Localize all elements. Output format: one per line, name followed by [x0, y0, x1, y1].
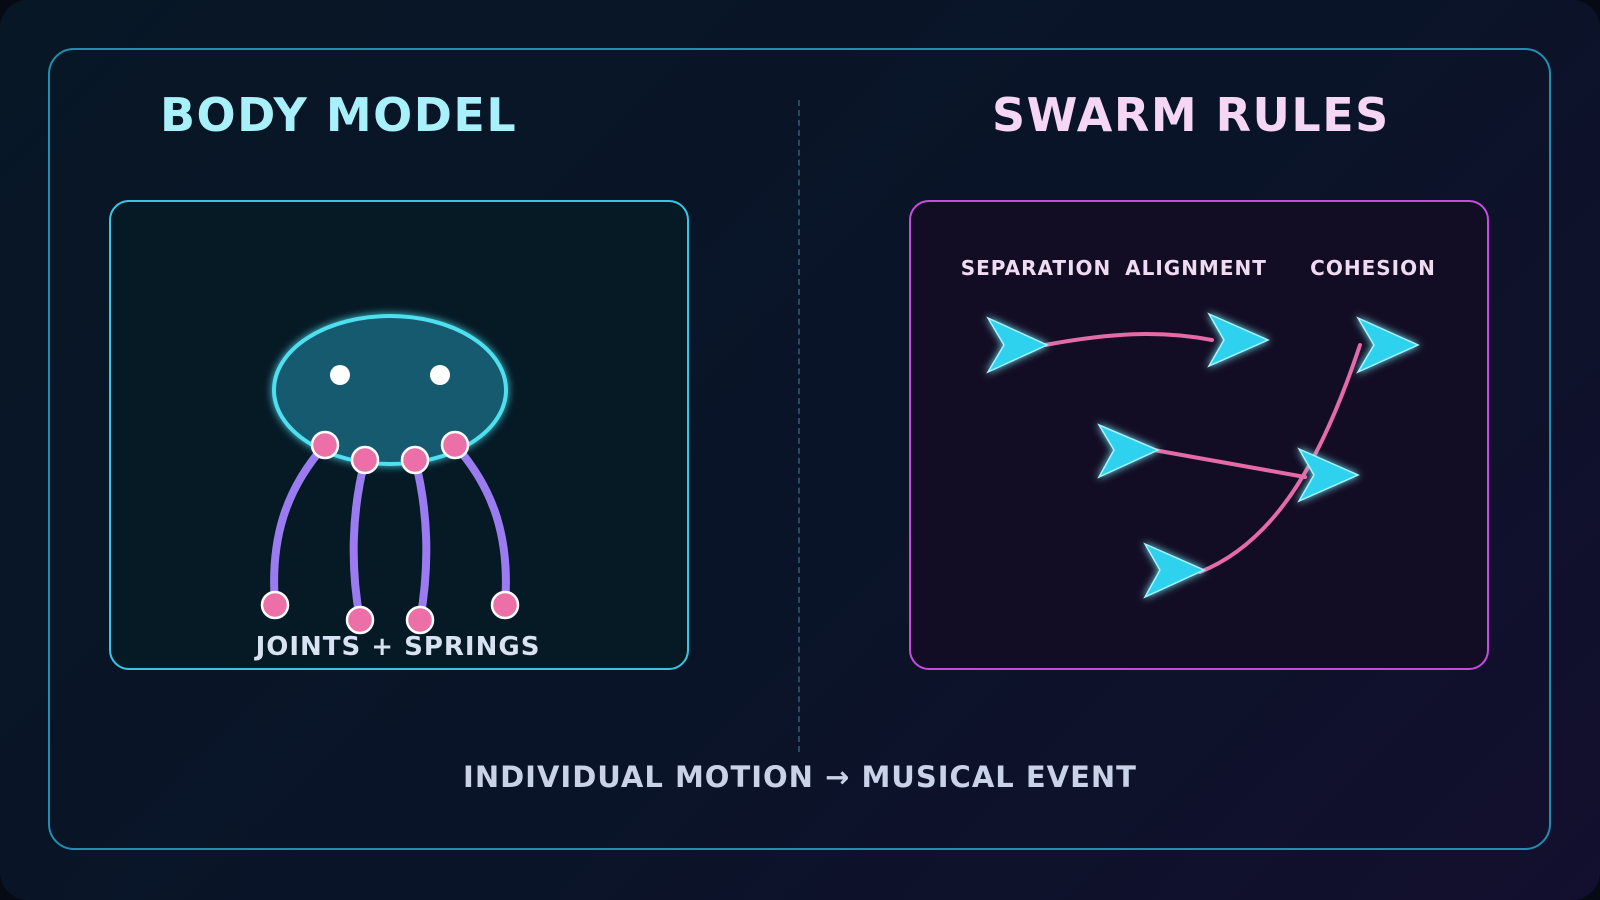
rule-label-separation: SEPARATION — [961, 256, 1112, 280]
joint-bottom-2 — [345, 605, 375, 635]
joint-top-3 — [400, 445, 430, 475]
swarm-rules-panel — [909, 200, 1489, 670]
joint-top-1 — [310, 430, 340, 460]
joint-top-2 — [350, 445, 380, 475]
spring-tentacle-4 — [451, 441, 510, 609]
swarm-agent-arrow-icon — [986, 316, 1049, 374]
spring-tentacle-1 — [270, 441, 329, 609]
center-divider — [798, 100, 800, 752]
swarm-agent-arrow-icon — [1356, 316, 1420, 374]
spring-tentacle-2 — [349, 456, 369, 624]
jellyfish-bell — [272, 314, 508, 466]
joint-bottom-3 — [405, 605, 435, 635]
swarm-agent-arrow-icon — [1207, 312, 1270, 368]
link-separation-alignment — [1043, 331, 1214, 347]
footer-caption: INDIVIDUAL MOTION → MUSICAL EVENT — [463, 760, 1137, 794]
link-cohesion-curve — [1198, 343, 1362, 574]
body-model-title: BODY MODEL — [160, 88, 518, 142]
rule-label-alignment: ALIGNMENT — [1125, 256, 1267, 280]
joint-bottom-4 — [490, 590, 520, 620]
joint-bottom-1 — [260, 590, 290, 620]
eye-right — [430, 365, 450, 385]
swarm-agent-arrow-icon — [1297, 447, 1360, 503]
jellyfish-body-icon — [260, 314, 520, 635]
rule-label-cohesion: COHESION — [1310, 256, 1436, 280]
spring-tentacle-3 — [411, 456, 431, 624]
swarm-agent-arrow-icon — [1143, 542, 1206, 599]
outer-frame — [48, 48, 1551, 850]
link-middle — [1152, 448, 1307, 479]
swarm-rules-title: SWARM RULES — [992, 88, 1390, 142]
swarm-agent-arrow-icon — [1097, 423, 1160, 479]
eye-left — [330, 365, 350, 385]
joint-top-4 — [440, 430, 470, 460]
joints-springs-caption: JOINTS + SPRINGS — [254, 632, 541, 662]
